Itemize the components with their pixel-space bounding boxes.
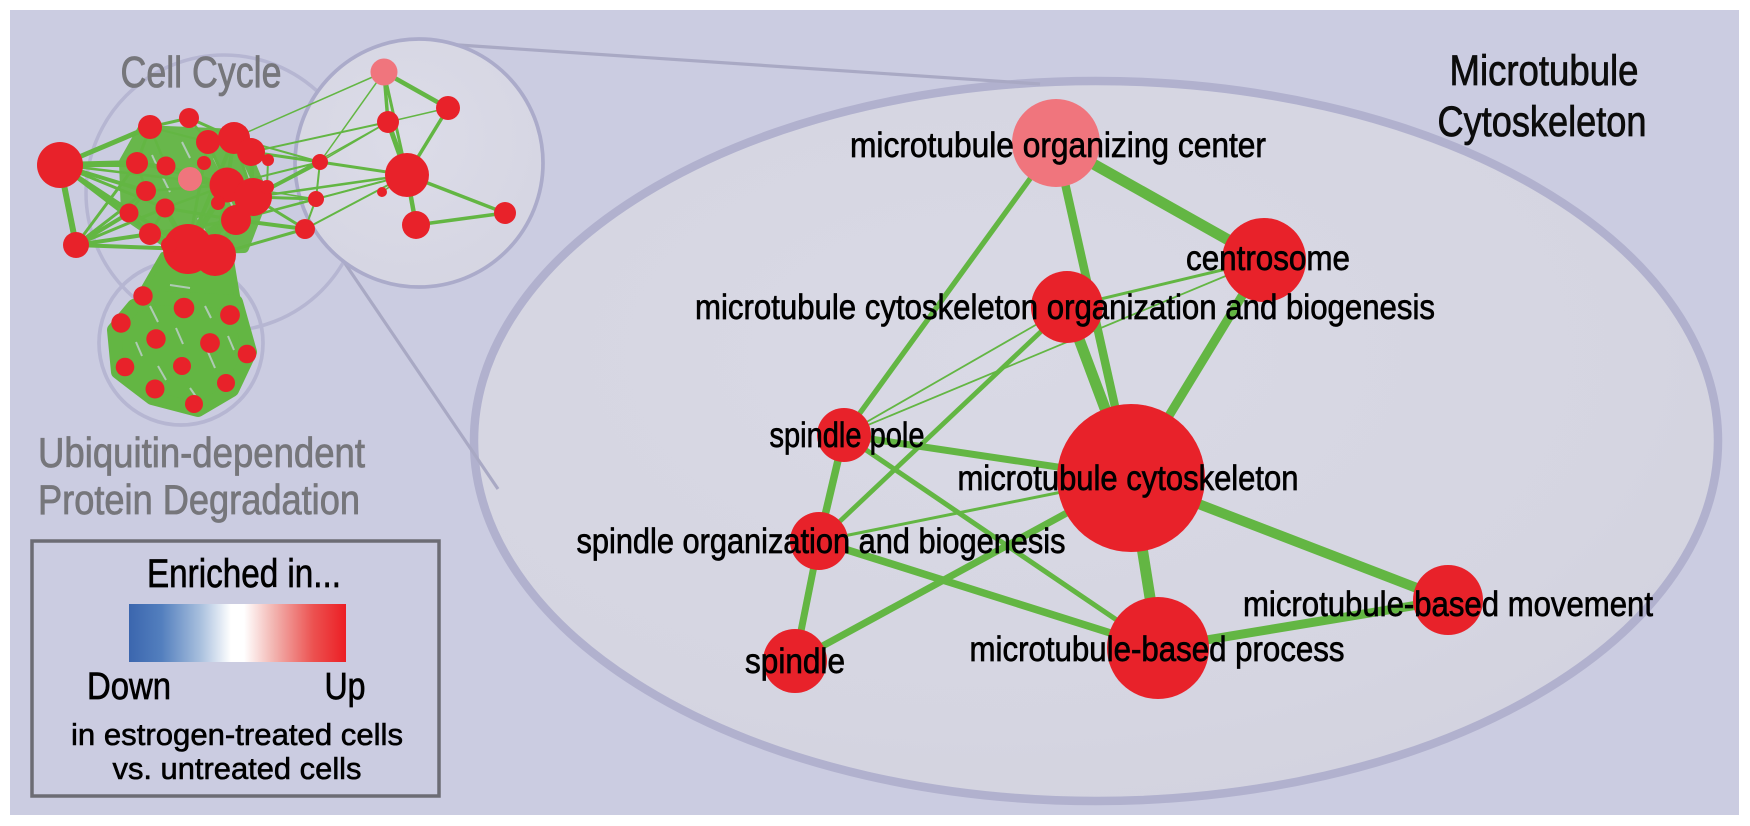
svg-text:centrosome: centrosome [1186,239,1350,278]
svg-text:Ubiquitin-dependent: Ubiquitin-dependent [38,429,365,476]
svg-text:microtubule organizing center: microtubule organizing center [850,126,1266,165]
svg-text:microtubule cytoskeleton: microtubule cytoskeleton [958,459,1299,498]
svg-text:Protein Degradation: Protein Degradation [38,476,360,523]
svg-text:microtubule-based movement: microtubule-based movement [1243,585,1653,624]
svg-text:vs. untreated cells: vs. untreated cells [113,751,362,786]
svg-text:in estrogen-treated cells: in estrogen-treated cells [71,717,403,752]
svg-text:Enriched in...: Enriched in... [147,552,341,596]
svg-text:microtubule-based process: microtubule-based process [970,630,1345,669]
svg-text:spindle pole: spindle pole [770,416,925,455]
svg-text:Up: Up [325,666,366,708]
svg-text:microtubule cytoskeleton organ: microtubule cytoskeleton organization an… [695,288,1435,327]
svg-text:Cell Cycle: Cell Cycle [121,48,282,97]
svg-text:Down: Down [87,666,171,708]
svg-text:spindle organization and bioge: spindle organization and biogenesis [577,522,1066,561]
svg-text:spindle: spindle [745,642,845,681]
svg-text:Cytoskeleton: Cytoskeleton [1438,98,1647,146]
svg-text:Microtubule: Microtubule [1450,47,1639,95]
